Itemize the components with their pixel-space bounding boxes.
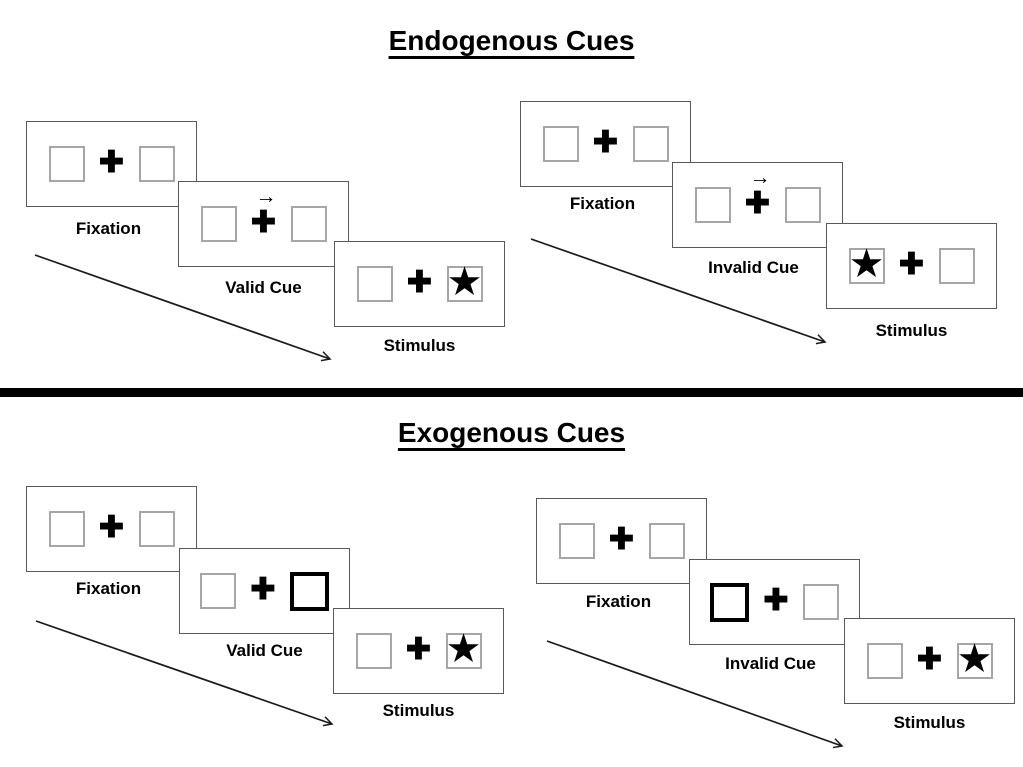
- left-box: [866, 643, 903, 679]
- panel-label: Invalid Cue: [708, 258, 799, 277]
- left-box: [48, 511, 85, 547]
- invalid-cue-panel: ✚: [689, 559, 860, 645]
- star-stimulus-icon: ★: [445, 627, 482, 671]
- panel-label: Stimulus: [383, 336, 456, 355]
- left-box: ★: [848, 244, 885, 284]
- fixation-panel: ✚: [520, 101, 691, 187]
- fixation-cross-icon: ✚: [744, 187, 771, 220]
- fixation-cross-icon: ✚: [250, 573, 276, 606]
- left-box: [48, 146, 85, 182]
- fixation-panel: ✚: [26, 486, 197, 572]
- fixation-cross-icon: ✚: [98, 511, 125, 544]
- left-box: [355, 633, 392, 669]
- section-title-endogenous: Endogenous Cues: [388, 25, 635, 56]
- timeline-arrow: [530, 238, 827, 345]
- fixation-cross-icon: ✚: [763, 584, 789, 617]
- right-box: [632, 126, 669, 162]
- stimulus-panel: ✚ ★: [333, 608, 504, 694]
- fixation-panel: ✚: [26, 121, 197, 207]
- fixation-cross-icon: ✚: [916, 643, 943, 676]
- fixation-cross-icon: ✚: [608, 523, 635, 556]
- star-stimulus-icon: ★: [848, 242, 885, 286]
- left-box-highlighted: [710, 582, 749, 622]
- right-box: [784, 187, 821, 223]
- valid-cue-panel: → ✚: [178, 181, 349, 267]
- star-stimulus-icon: ★: [956, 637, 993, 681]
- panel-label: Fixation: [585, 592, 652, 611]
- right-box: ★: [956, 639, 993, 679]
- section-divider: [0, 388, 1023, 397]
- right-box: [803, 584, 839, 620]
- left-box: [542, 126, 579, 162]
- panel-label: Stimulus: [875, 321, 948, 340]
- panel-label: Fixation: [569, 194, 636, 213]
- fixation-cross-icon: ✚: [405, 633, 432, 666]
- fixation-cross-icon: ✚: [406, 266, 433, 299]
- stimulus-panel: ★ ✚: [826, 223, 997, 309]
- stimulus-panel: ✚ ★: [334, 241, 505, 327]
- right-box: ★: [445, 629, 482, 669]
- stimulus-panel: ✚ ★: [844, 618, 1015, 704]
- right-box: [138, 146, 175, 182]
- left-box: [200, 573, 236, 609]
- cue-arrow-right-icon: →: [255, 185, 277, 208]
- panel-label: Stimulus: [893, 713, 966, 732]
- right-box: [648, 523, 685, 559]
- section-title-exogenous: Exogenous Cues: [397, 417, 626, 448]
- invalid-cue-panel: → ✚: [672, 162, 843, 248]
- right-box-highlighted: [290, 571, 329, 611]
- right-box: [138, 511, 175, 547]
- cue-arrow-right-icon: →: [749, 166, 771, 189]
- panel-label: Fixation: [75, 219, 142, 238]
- right-box: ★: [446, 262, 483, 302]
- panel-label: Fixation: [75, 579, 142, 598]
- fixation-cross-icon: ✚: [98, 146, 125, 179]
- panel-label: Valid Cue: [226, 641, 303, 660]
- left-box: [558, 523, 595, 559]
- left-box: [356, 266, 393, 302]
- right-box: [290, 206, 327, 242]
- star-stimulus-icon: ★: [446, 260, 483, 304]
- valid-cue-panel: ✚: [179, 548, 350, 634]
- left-box: [200, 206, 237, 242]
- fixation-panel: ✚: [536, 498, 707, 584]
- left-box: [694, 187, 731, 223]
- timeline-arrow: [34, 254, 332, 362]
- panel-label: Invalid Cue: [725, 654, 816, 673]
- timeline-arrow: [35, 620, 334, 727]
- fixation-cross-icon: ✚: [250, 206, 277, 239]
- fixation-cross-icon: ✚: [898, 248, 925, 281]
- panel-label: Stimulus: [382, 701, 455, 720]
- panel-label: Valid Cue: [225, 278, 302, 297]
- right-box: [938, 248, 975, 284]
- fixation-cross-icon: ✚: [592, 126, 619, 159]
